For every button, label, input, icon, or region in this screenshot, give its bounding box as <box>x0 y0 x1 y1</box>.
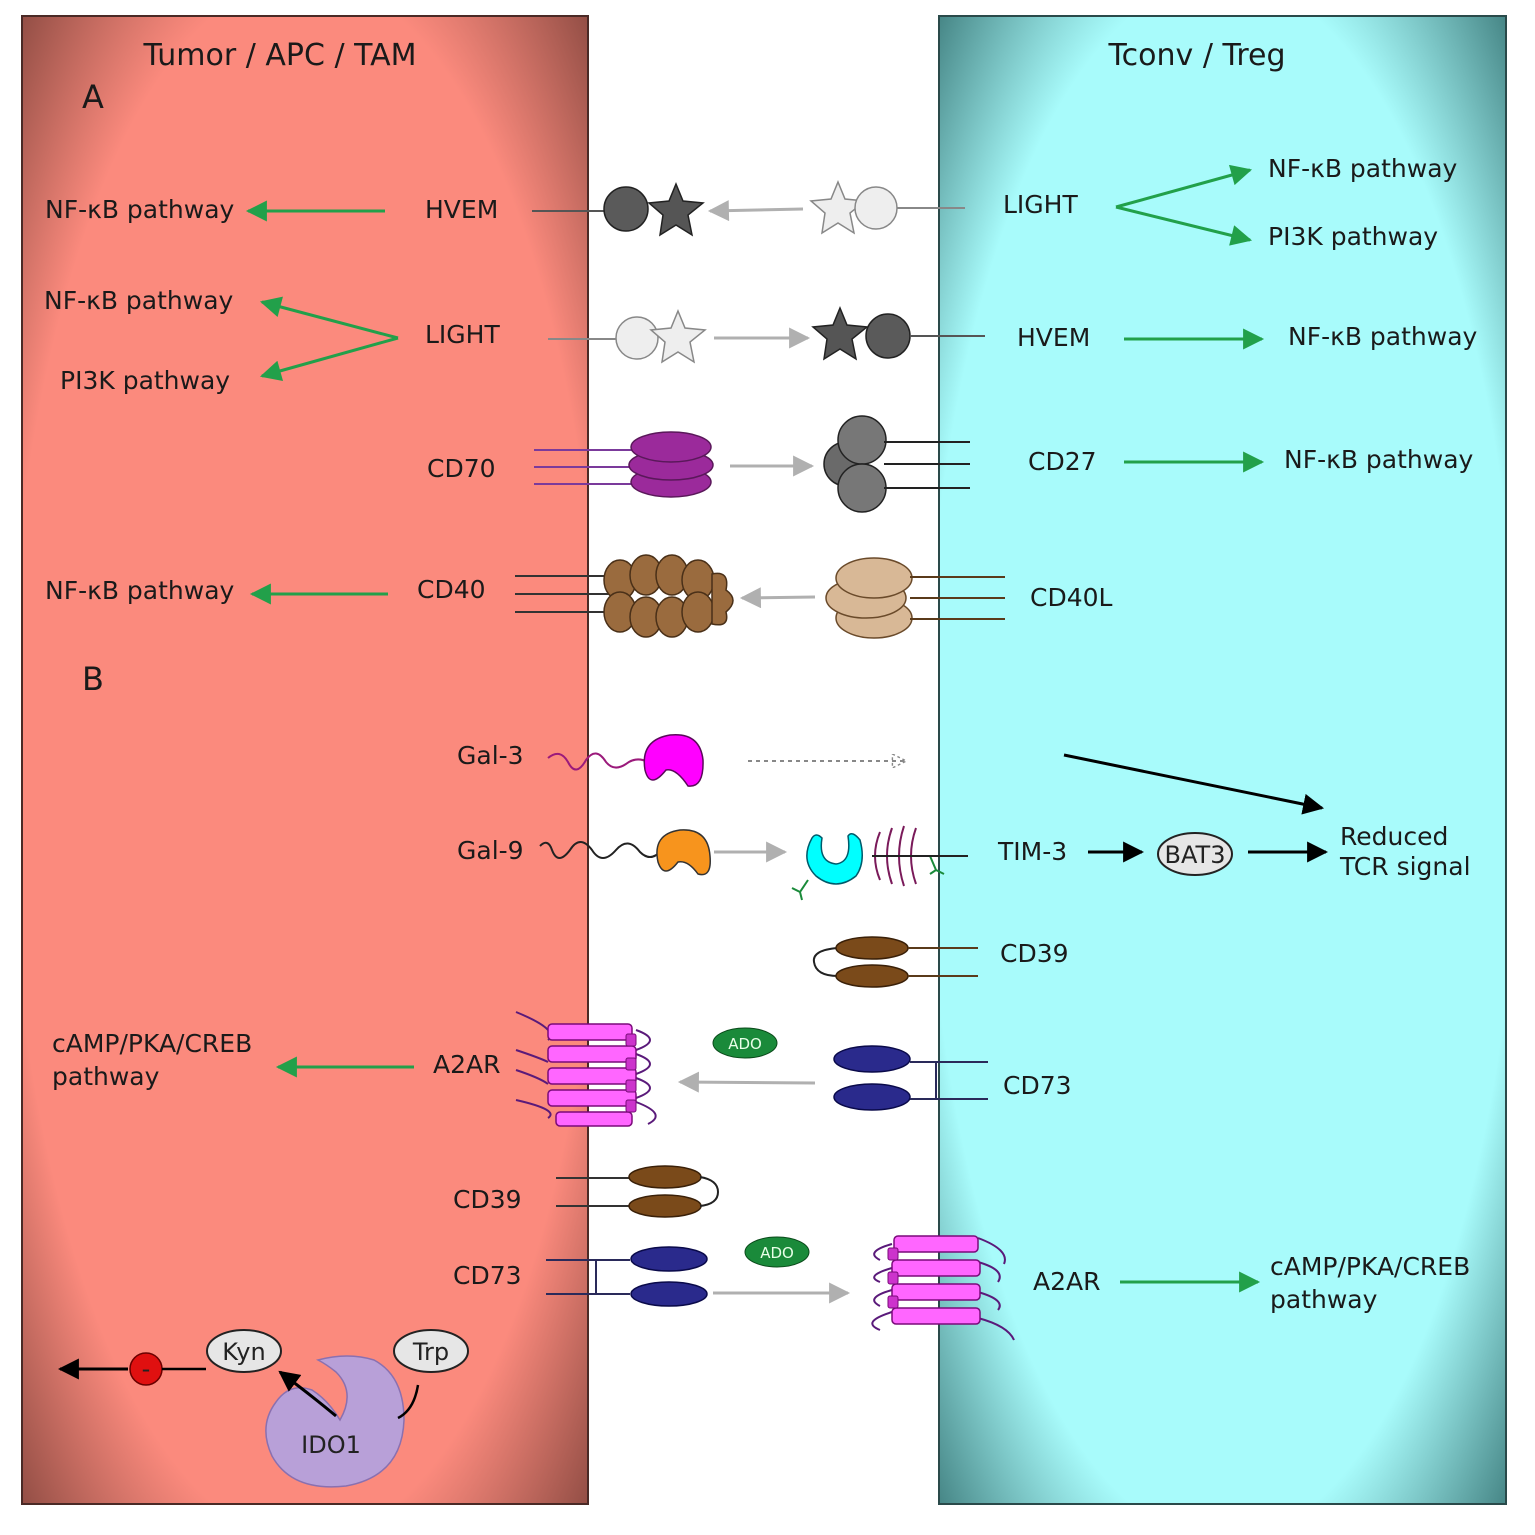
left-cd73-label: CD73 <box>453 1261 522 1290</box>
left-cd39-domain-top <box>628 1165 702 1189</box>
left-light-pi3k-arrow <box>259 336 399 382</box>
panel-label-a: A <box>82 78 104 116</box>
right-hvem-receptor-star <box>811 306 869 361</box>
left-nfkb-label-3: NF-κB pathway <box>45 576 235 605</box>
left-nfkb-label-2: NF-κB pathway <box>44 286 234 315</box>
right-reduced-label-line2: TCR signal <box>1339 852 1471 881</box>
trp-label: Trp <box>412 1338 449 1366</box>
left-pane <box>21 15 589 1505</box>
left-light-ligand-circle <box>615 316 659 360</box>
right-cd40l-label: CD40L <box>1030 583 1113 612</box>
left-nfkb-label-1: NF-κB pathway <box>45 195 235 224</box>
left-pi3k-label: PI3K pathway <box>60 366 230 395</box>
left-gal3-lectin <box>643 733 704 787</box>
right-cd73-domain-top <box>833 1045 911 1073</box>
right-cd27-receptor-bottom <box>837 463 887 513</box>
left-cd70-trimer-top <box>630 431 712 463</box>
right-cd73-label: CD73 <box>1003 1071 1072 1100</box>
right-cd39-domain-bottom <box>835 964 909 988</box>
right-light-pi3k-arrow <box>1115 205 1253 246</box>
ido1-label: IDO1 <box>301 1431 361 1459</box>
right-camp-label-line1: cAMP/PKA/CREB <box>1270 1252 1470 1281</box>
left-gal9-label: Gal-9 <box>457 836 524 865</box>
right-cd27-receptor-top <box>837 415 887 465</box>
left-cd70-label: CD70 <box>427 454 496 483</box>
trp-node <box>393 1329 469 1373</box>
right-cd39-loop <box>812 947 839 977</box>
right-pane-title: Tconv / Treg <box>1107 38 1285 73</box>
left-camp-label-line1: cAMP/PKA/CREB <box>52 1029 252 1058</box>
kyn-node <box>206 1329 282 1373</box>
left-light-label: LIGHT <box>425 320 500 349</box>
left-a2ar-label: A2AR <box>433 1050 500 1079</box>
right-light-label: LIGHT <box>1003 190 1078 219</box>
right-bat3-label: BAT3 <box>1165 841 1226 869</box>
left-cd73-domain-top <box>630 1246 708 1272</box>
right-hvem-label: HVEM <box>1017 323 1090 352</box>
ado-label-1: ADO <box>728 1035 762 1053</box>
gal3-to-reduced-arrow <box>1063 753 1325 815</box>
left-gal3-label: Gal-3 <box>457 741 524 770</box>
left-gal9-lectin <box>656 829 711 876</box>
left-cd40-label: CD40 <box>417 575 486 604</box>
right-nfkb-label-1: NF-κB pathway <box>1268 154 1458 183</box>
left-cd39-domain-bottom <box>628 1194 702 1218</box>
right-cd27-label: CD27 <box>1028 447 1097 476</box>
right-tim3-igv-domain <box>806 833 863 885</box>
left-gal9-tail <box>539 841 661 859</box>
ado-label-2: ADO <box>760 1244 794 1262</box>
trp-to-ido1-curve <box>397 1384 420 1420</box>
left-cd39-label: CD39 <box>453 1185 522 1214</box>
kyn-label: Kyn <box>222 1338 265 1366</box>
left-light-ligand-star <box>649 309 707 364</box>
right-tim3-glycan-2 <box>929 855 945 875</box>
right-a2ar-label: A2AR <box>1033 1267 1100 1296</box>
left-cd39-loop <box>699 1176 720 1207</box>
right-cd39-label: CD39 <box>1000 939 1069 968</box>
right-hvem-receptor-circle <box>865 313 911 359</box>
right-pane <box>938 15 1507 1505</box>
right-light-to-left-hvem-arrow <box>707 200 804 222</box>
right-nfkb-label-2: NF-κB pathway <box>1288 322 1478 351</box>
left-hvem-receptor-star <box>647 182 705 237</box>
left-gal3-tail <box>547 752 649 771</box>
left-hvem-label: HVEM <box>425 195 498 224</box>
left-camp-label-line2: pathway <box>52 1062 160 1091</box>
inhibition-sign: - <box>142 1355 151 1383</box>
right-bat3-node <box>1157 832 1233 876</box>
right-pi3k-label: PI3K pathway <box>1268 222 1438 251</box>
right-tim3-glycan-1 <box>791 879 809 901</box>
right-cd40l-trimer-top <box>835 557 913 599</box>
left-hvem-receptor-circle <box>603 186 649 232</box>
left-a2ar-receptor <box>515 1011 657 1127</box>
right-nfkb-label-3: NF-κB pathway <box>1284 445 1474 474</box>
right-camp-label-line2: pathway <box>1270 1285 1378 1314</box>
ido1-to-kyn-arrow <box>278 1370 337 1418</box>
right-light-nfkb-arrow <box>1115 164 1253 209</box>
right-cd73-domain-bottom <box>833 1083 911 1111</box>
ado-molecule-1 <box>712 1027 778 1059</box>
ado-molecule-2 <box>744 1236 810 1268</box>
left-light-nfkb-arrow <box>259 296 399 340</box>
left-cd40-receptor-cluster <box>603 554 734 638</box>
right-light-ligand-circle <box>854 186 898 230</box>
cd73-to-left-a2ar-arrow <box>677 1071 816 1093</box>
right-reduced-label-line1: Reduced <box>1340 822 1448 851</box>
left-cd73-domain-bottom <box>630 1281 708 1307</box>
right-cd39-domain-top <box>835 936 909 960</box>
cd40l-to-cd40-arrow <box>739 587 816 609</box>
right-a2ar-receptor <box>871 1235 1015 1341</box>
right-tim3-label: TIM-3 <box>997 837 1067 866</box>
left-pane-title: Tumor / APC / TAM <box>142 38 416 73</box>
panel-label-b: B <box>82 660 104 698</box>
